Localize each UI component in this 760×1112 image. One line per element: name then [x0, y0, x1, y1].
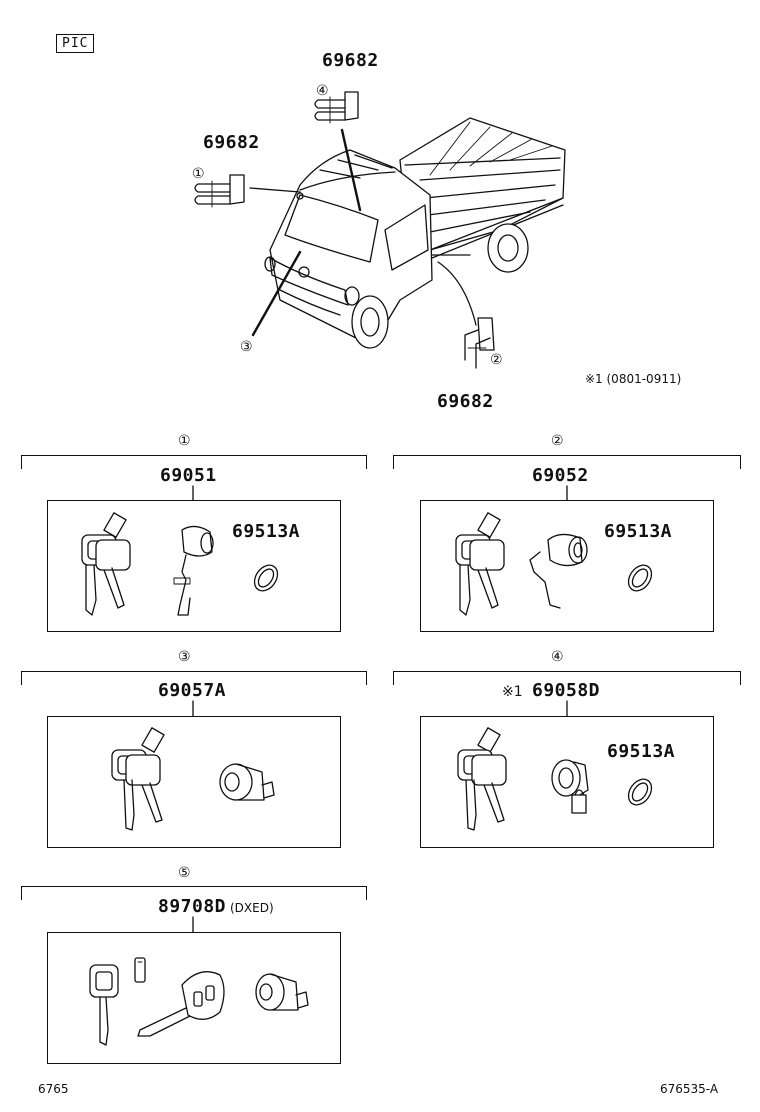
box5-key-tag: [134, 957, 146, 983]
bracket-part-1: [194, 174, 245, 208]
callout-4-part-number: 69682: [322, 50, 379, 71]
box2-key-set: [455, 512, 505, 616]
box5-master-key: [89, 964, 119, 1046]
footer-left-code: 6765: [38, 1082, 69, 1096]
group4-part-number: 69058D: [532, 680, 601, 701]
group1-bracket: [21, 455, 367, 469]
box3-key-set: [111, 727, 165, 831]
bracket-part-4: [314, 91, 359, 124]
leader-line-1: [249, 187, 301, 193]
callout-1-marker: ①: [192, 166, 205, 182]
box4-glove-box-lock: [551, 759, 589, 814]
bracket-part-2: [464, 317, 495, 369]
leader-line-3: [251, 250, 302, 337]
group5-suffix: (DXED): [230, 901, 274, 915]
group4-box: [420, 716, 714, 848]
box1-lock-cylinder: [173, 525, 214, 616]
box4-ring: [627, 778, 653, 806]
box4-key-set: [457, 727, 507, 831]
leader-line-4: [340, 128, 362, 212]
callout-2-part-number: 69682: [437, 391, 494, 412]
group2-extra-part: 69513A: [604, 521, 673, 542]
group5-box: [47, 932, 341, 1064]
pic-label: PIC: [56, 34, 95, 53]
callout-1-part-number: 69682: [203, 132, 260, 153]
group3-bracket: [21, 671, 367, 685]
group1-box: [47, 500, 341, 632]
callout-3-marker: ③: [240, 339, 253, 355]
footer-right-code: 676535-A: [660, 1082, 719, 1096]
group2-marker: ②: [551, 433, 564, 449]
group3-marker: ③: [178, 649, 191, 665]
group5-bracket: [21, 886, 367, 900]
leader-line-2: [437, 261, 477, 326]
box1-key-set: [81, 512, 131, 616]
group4-bracket: [393, 671, 741, 685]
group2-part-number: 69052: [532, 465, 589, 486]
box5-remote-key: [137, 971, 225, 1037]
applicability-note: ※1 (0801-0911): [585, 372, 682, 386]
group5-marker: ⑤: [178, 865, 191, 881]
group1-marker: ①: [178, 433, 191, 449]
group4-prefix: ※1: [502, 684, 523, 700]
group5-part-number: 89708D: [158, 896, 227, 917]
group1-part-number: 69051: [160, 465, 217, 486]
callout-2-marker: ②: [490, 352, 503, 368]
group3-box: [47, 716, 341, 848]
group2-box: [420, 500, 714, 632]
box2-lock-cylinder: [529, 533, 588, 609]
group3-part-number: 69057A: [158, 680, 227, 701]
rear-wheel: [487, 223, 529, 273]
cargo-bed: [399, 117, 566, 259]
box5-ignition-cylinder: [255, 973, 309, 1011]
group4-extra-part: 69513A: [607, 741, 676, 762]
group4-marker: ④: [551, 649, 564, 665]
box3-ignition-cylinder: [219, 763, 275, 801]
box1-ring: [253, 564, 279, 592]
callout-4-marker: ④: [316, 83, 329, 99]
front-wheel: [351, 295, 389, 349]
group2-bracket: [393, 455, 741, 469]
box2-ring: [627, 564, 653, 592]
group1-extra-part: 69513A: [232, 521, 301, 542]
